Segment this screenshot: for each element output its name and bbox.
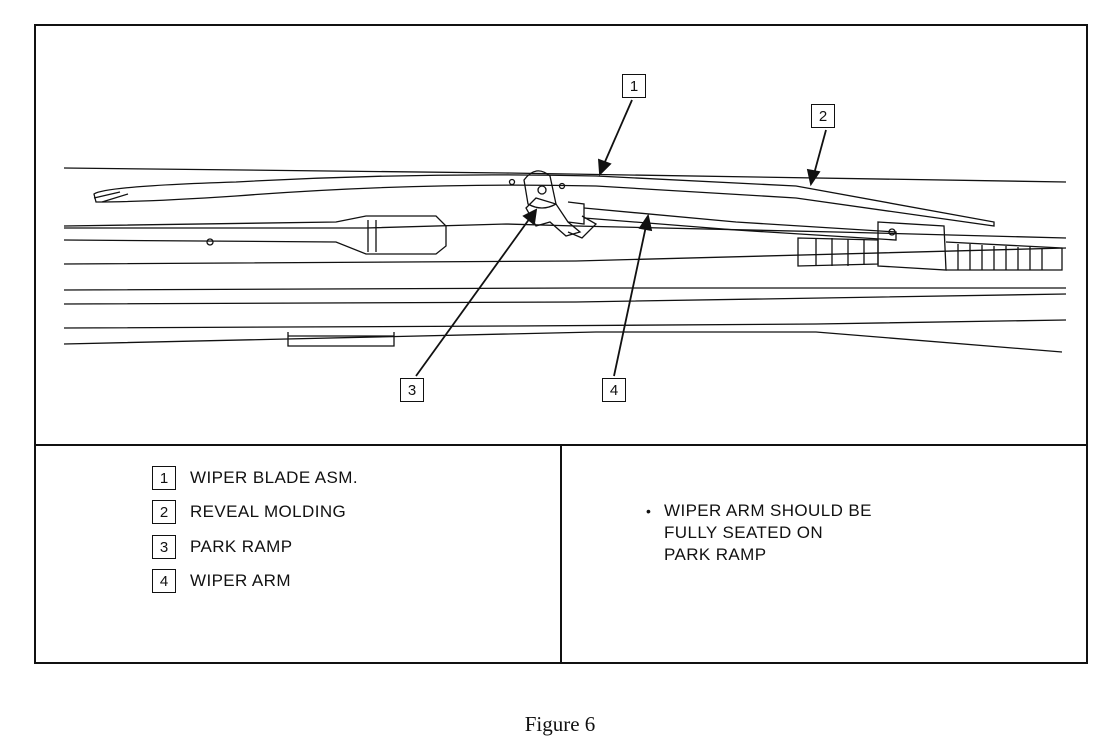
leader-3	[415, 217, 531, 377]
legend-item: 4 WIPER ARM	[152, 569, 472, 597]
callout-2: 2	[811, 104, 835, 128]
callout-3: 3	[400, 378, 424, 402]
cowl-bracket	[287, 332, 395, 347]
legend-number: 4	[152, 569, 176, 593]
park-ramp	[525, 197, 582, 237]
legend-label: WIPER ARM	[190, 571, 291, 590]
leader-4-head	[638, 213, 653, 232]
figure-frame: 1 2 3 4	[34, 24, 1088, 664]
legend-label: PARK RAMP	[190, 537, 293, 556]
arm-housing	[63, 215, 447, 255]
cowl-line-5	[63, 319, 1067, 329]
leader-4	[613, 225, 647, 377]
figure-caption: Figure 6	[524, 712, 596, 736]
leader-1	[603, 99, 633, 165]
legend-number: 1	[152, 466, 176, 490]
callout-1: 1	[622, 74, 646, 98]
wiper-blade	[93, 174, 995, 227]
cowl-line-3	[63, 287, 1066, 291]
note-text: WIPER ARM SHOULD BE FULLY SEATED ON PARK…	[664, 501, 872, 564]
cowl-line-4	[63, 293, 1067, 305]
legend-item: 3 PARK RAMP	[152, 535, 472, 563]
leader-3-head	[522, 208, 538, 226]
panel-divider-horizontal	[36, 444, 1086, 446]
leader-1-head	[598, 158, 612, 177]
legend-label: WIPER BLADE ASM.	[190, 468, 358, 487]
legend-item: 2 REVEAL MOLDING	[152, 500, 472, 528]
note: • WIPER ARM SHOULD BE FULLY SEATED ON PA…	[646, 500, 872, 566]
legend-label: REVEAL MOLDING	[190, 502, 347, 521]
cowl-line-6	[63, 331, 1063, 353]
legend-number: 3	[152, 535, 176, 559]
callout-4: 4	[602, 378, 626, 402]
bullet-icon: •	[646, 503, 652, 519]
leader-2-head	[806, 168, 821, 187]
leader-2	[813, 129, 827, 175]
wiper-arm	[583, 207, 897, 241]
legend-number: 2	[152, 500, 176, 524]
cowl-line-2	[63, 247, 1067, 265]
cowl-box	[877, 221, 947, 271]
panel-divider-vertical	[560, 446, 562, 662]
legend-item: 1 WIPER BLADE ASM.	[152, 466, 472, 494]
wiper-illustration	[63, 99, 1067, 377]
cowl-line-top	[63, 167, 1067, 183]
